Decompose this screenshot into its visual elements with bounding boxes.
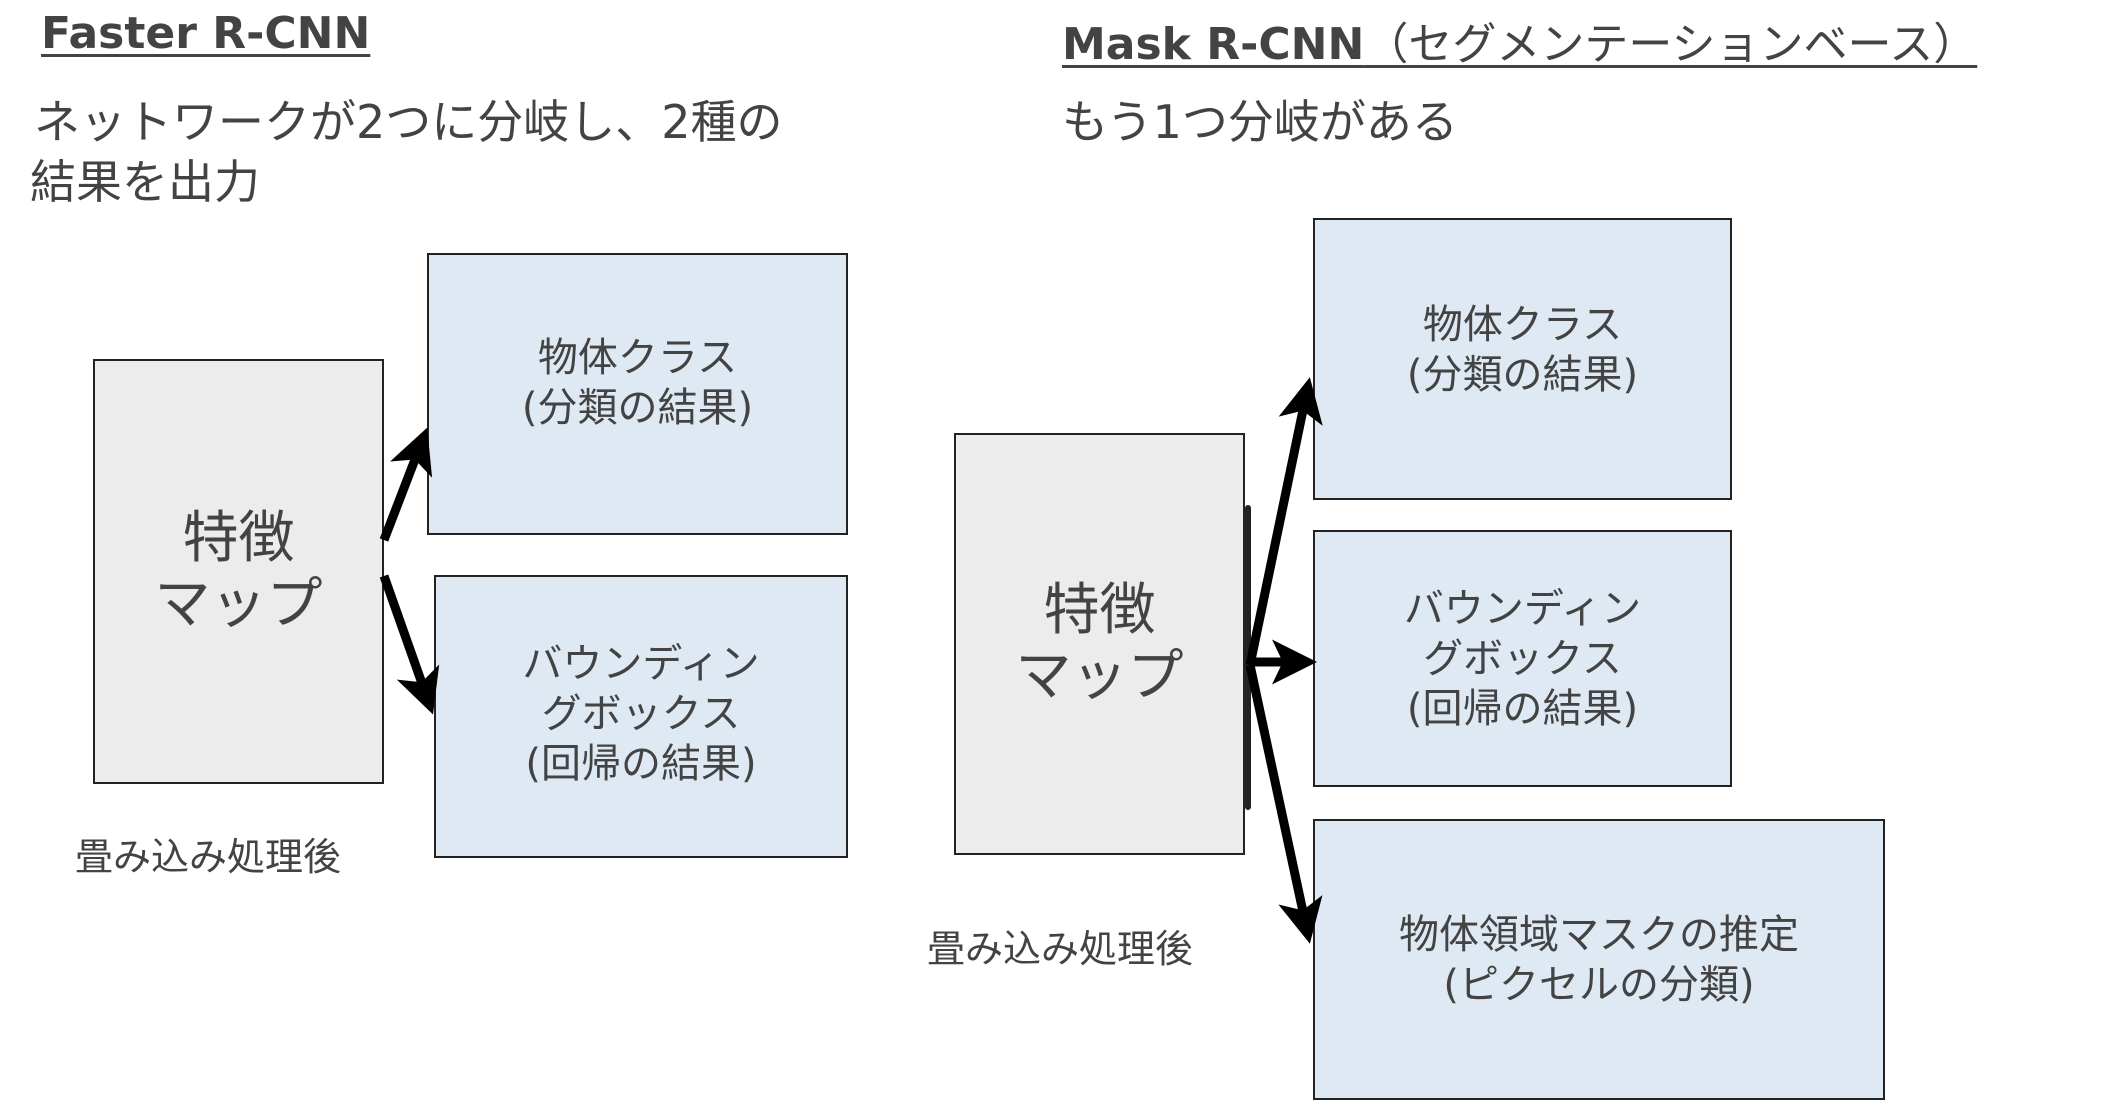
output-label: バウンディン	[1403, 585, 1642, 632]
output-label: バウンディン	[522, 641, 760, 687]
output-label: (ピクセルの分類)	[1443, 961, 1755, 1008]
faster-rcnn-subtitle: ネットワークが2つに分岐し、2種の 結果を出力	[30, 92, 783, 212]
feature-map-label: 特徴	[182, 505, 295, 571]
left-feature-map-box: 特徴 マップ	[93, 359, 384, 784]
subtitle-line: 結果を出力	[30, 155, 260, 209]
output-label: 物体領域マスクの推定	[1399, 911, 1799, 958]
mask-rcnn-title: Mask R-CNN（セグメンテーションベース）	[1062, 8, 1977, 72]
right-feature-caption: 畳み込み処理後	[927, 927, 1194, 971]
mask-rcnn-title-suffix: （セグメンテーションベース）	[1364, 19, 1978, 70]
output-label: (回帰の結果)	[1406, 685, 1639, 732]
subtitle-line: もう1つ分岐がある	[1062, 95, 1458, 149]
left-feature-caption: 畳み込み処理後	[75, 835, 342, 879]
subtitle-line: ネットワークが2つに分岐し、2種の	[34, 95, 783, 149]
feature-map-label: マップ	[154, 571, 323, 637]
output-label: グボックス	[541, 691, 741, 737]
output-label: (分類の結果)	[521, 385, 754, 431]
arrow-left-to-bbox	[379, 574, 440, 715]
mask-rcnn-subtitle: もう1つ分岐がある	[1062, 92, 1458, 152]
arrow-right-to-mask	[1245, 664, 1323, 944]
arrow-right-to-class	[1245, 377, 1323, 666]
feature-map-label: 特徴	[1043, 578, 1156, 643]
mask-rcnn-title-text: Mask R-CNN	[1062, 19, 1365, 70]
output-label: 物体クラス	[1422, 302, 1623, 348]
output-label: 物体クラス	[537, 335, 738, 381]
output-label: (分類の結果)	[1406, 352, 1639, 398]
feature-map-label: マップ	[1015, 644, 1184, 709]
faster-rcnn-title-text: Faster R-CNN	[41, 8, 371, 59]
right-output-class-box: 物体クラス (分類の結果)	[1313, 218, 1732, 500]
right-output-mask-box: 物体領域マスクの推定 (ピクセルの分類)	[1313, 819, 1885, 1100]
output-label: グボックス	[1423, 635, 1622, 682]
left-output-bbox-box: バウンディン グボックス (回帰の結果)	[434, 575, 848, 858]
right-feature-map-box: 特徴 マップ	[954, 433, 1245, 855]
arrow-left-to-class	[379, 427, 433, 542]
output-label: (回帰の結果)	[525, 741, 757, 787]
left-output-class-box: 物体クラス (分類の結果)	[427, 253, 848, 535]
right-output-bbox-box: バウンディン グボックス (回帰の結果)	[1313, 530, 1732, 787]
faster-rcnn-title: Faster R-CNN	[41, 8, 370, 59]
